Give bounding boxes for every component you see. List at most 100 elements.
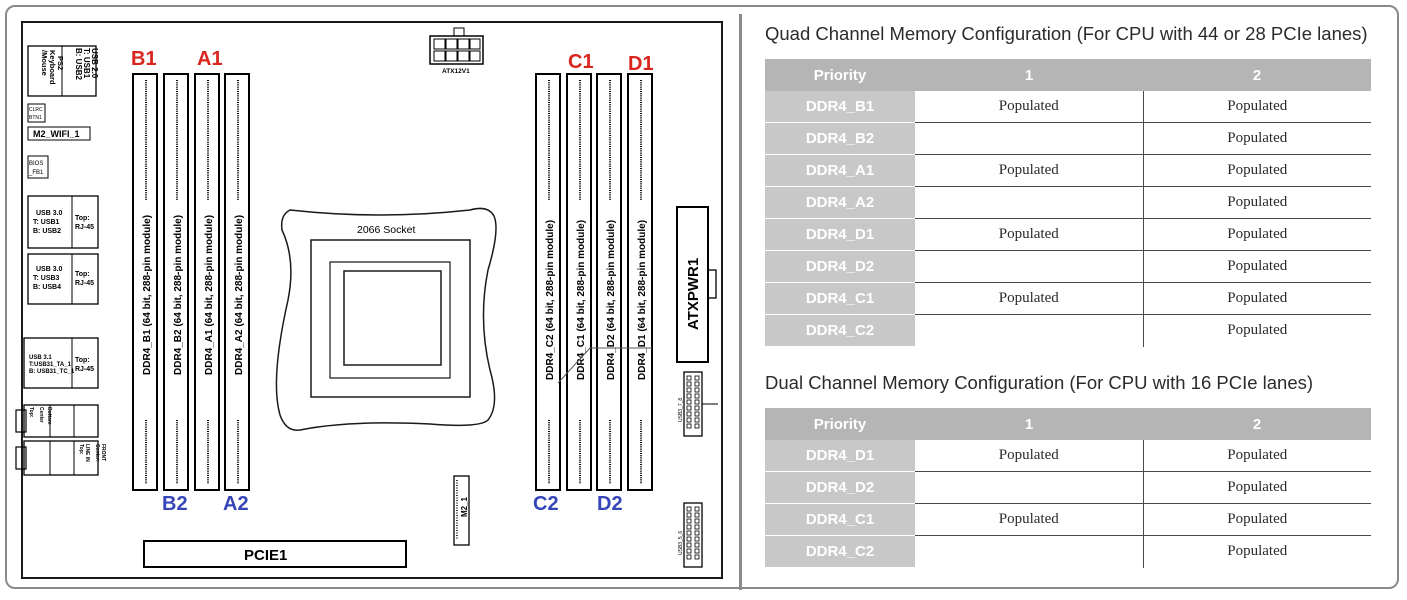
audio2-line1: Top: bbox=[78, 444, 84, 455]
usb30a-line2: T: USB1 bbox=[33, 219, 60, 226]
usb31-line2: T:USB31_TA_1 bbox=[29, 362, 72, 368]
table-cell bbox=[915, 250, 1144, 283]
table-cell: Populated bbox=[915, 440, 1144, 472]
table-row: DDR4_C2 Populated bbox=[765, 314, 1371, 347]
usb20-line3: B: USB2 bbox=[74, 48, 83, 81]
dimm-slots: DDR4_B1 (64 bit, 288-pin module) DDR4_B2… bbox=[132, 73, 653, 491]
dimm-label-c1: DDR4_C1 (64 bit, 288-pin module) bbox=[576, 220, 587, 380]
rj45c-line2: RJ-45 bbox=[75, 366, 94, 373]
header-col-1: 1 bbox=[915, 408, 1143, 440]
header-col-1: 1 bbox=[915, 59, 1143, 91]
slot-label-c1: C1 bbox=[568, 51, 594, 73]
pcie-label: PCIE1 bbox=[244, 547, 287, 564]
header-priority: Priority bbox=[765, 59, 915, 91]
atxpwr-connector: ATXPWR1 bbox=[676, 206, 717, 363]
dimm-label-b1: DDR4_B1 (64 bit, 288-pin module) bbox=[142, 215, 153, 375]
table-cell bbox=[915, 314, 1144, 347]
audio1-line1: Top: bbox=[28, 407, 34, 418]
table-cell: Populated bbox=[1143, 471, 1371, 504]
atxpwr-label: ATXPWR1 bbox=[685, 258, 702, 330]
audio1-line2: Center bbox=[38, 407, 44, 423]
header-priority: Priority bbox=[765, 408, 915, 440]
row-label: DDR4_C2 bbox=[765, 535, 915, 568]
ps2-line2: Keyboard bbox=[48, 50, 57, 85]
dimm-slot-b1 bbox=[132, 73, 158, 491]
rj45c-line1: Top: bbox=[75, 357, 90, 364]
rj45a-line2: RJ-45 bbox=[75, 224, 94, 231]
panel-divider bbox=[739, 14, 742, 590]
usb3-header-5-6: USB3_5_6 bbox=[678, 502, 703, 568]
row-label: DDR4_C2 bbox=[765, 314, 915, 347]
usb20-line2: T: USB1 bbox=[82, 48, 91, 79]
dimm-label-d2: DDR4_D2 (64 bit, 288-pin module) bbox=[606, 220, 617, 380]
row-label: DDR4_B2 bbox=[765, 122, 915, 155]
usb3-header-7-8: USB3_7_8 bbox=[678, 371, 718, 437]
table-cell: Populated bbox=[1143, 91, 1371, 123]
ps2-line3: /Mouse bbox=[40, 50, 49, 76]
dimm-label-b2: DDR4_B2 (64 bit, 288-pin module) bbox=[173, 215, 184, 375]
audio2-line2: LINE IN bbox=[84, 444, 90, 462]
table-cell: Populated bbox=[1143, 186, 1371, 219]
header-col-2: 2 bbox=[1143, 408, 1371, 440]
row-label: DDR4_D1 bbox=[765, 440, 915, 472]
table-cell: Populated bbox=[1227, 322, 1288, 339]
usb37-label: USB3_7_8 bbox=[678, 398, 684, 422]
slot-label-a1: A1 bbox=[197, 48, 223, 70]
rj45b-line2: RJ-45 bbox=[75, 280, 94, 287]
slot-label-d1: D1 bbox=[628, 53, 654, 75]
audio2-line4: FRONT bbox=[100, 444, 106, 461]
usb30b-line2: T: USB3 bbox=[33, 275, 60, 282]
dimm-slot-d2 bbox=[596, 73, 622, 491]
audio1-line3: Bottom bbox=[46, 407, 52, 425]
rj45b-line1: Top: bbox=[75, 271, 90, 278]
table-cell: Populated bbox=[915, 154, 1144, 187]
dimm-slot-b2 bbox=[163, 73, 189, 491]
table-cell bbox=[915, 471, 1144, 504]
m2-label: M2_1 bbox=[460, 496, 469, 517]
dual-config-title: Dual Channel Memory Configuration (For C… bbox=[765, 372, 1314, 393]
pcie-slot: PCIE1 bbox=[143, 540, 407, 568]
slot-label-b2: B2 bbox=[162, 493, 188, 515]
bios-line2: _FB1 bbox=[28, 170, 44, 176]
rj45a-line1: Top: bbox=[75, 215, 90, 222]
dimm-label-d1: DDR4_D1 (64 bit, 288-pin module) bbox=[637, 220, 648, 380]
atx12v-label: ATX12V1 bbox=[442, 68, 470, 75]
row-label: DDR4_C1 bbox=[765, 282, 915, 315]
table-cell bbox=[915, 186, 1144, 219]
dimm-label-a2: DDR4_A2 (64 bit, 288-pin module) bbox=[234, 215, 245, 375]
clrc-line2: BTN1 bbox=[29, 115, 42, 121]
usb30a-line3: B: USB2 bbox=[33, 228, 61, 235]
slot-label-a2: A2 bbox=[223, 493, 249, 515]
socket-label: 2066 Socket bbox=[357, 224, 415, 236]
table-row: DDR4_D2 Populated bbox=[765, 471, 1371, 504]
table-cell: Populated bbox=[1143, 154, 1371, 187]
usb30a-line1: USB 3.0 bbox=[36, 210, 63, 217]
row-label: DDR4_D2 bbox=[765, 471, 915, 504]
usb31-line1: USB 3.1 bbox=[29, 355, 52, 361]
slot-label-c2: C2 bbox=[533, 493, 559, 515]
header-col-2: 2 bbox=[1143, 59, 1371, 91]
dimm-slot-a1 bbox=[194, 73, 220, 491]
table-cell: Populated bbox=[915, 91, 1144, 123]
slot-leader-line bbox=[557, 347, 652, 384]
board-outline bbox=[21, 21, 723, 579]
dimm-slot-a2 bbox=[224, 73, 250, 491]
usb30b-line3: B: USB4 bbox=[33, 284, 61, 291]
atx12v-connector: ATX12V1 bbox=[429, 27, 484, 75]
table-cell: Populated bbox=[915, 282, 1144, 315]
ps2-line1: PS2 bbox=[56, 56, 65, 70]
usb35-label: USB3_5_6 bbox=[678, 531, 684, 555]
dimm-pin-ticks bbox=[145, 80, 642, 484]
table-cell: Populated bbox=[1143, 122, 1371, 155]
dimm-slot-c2 bbox=[535, 73, 561, 491]
row-label: DDR4_C1 bbox=[765, 503, 915, 536]
dimm-slot-c1 bbox=[566, 73, 592, 491]
